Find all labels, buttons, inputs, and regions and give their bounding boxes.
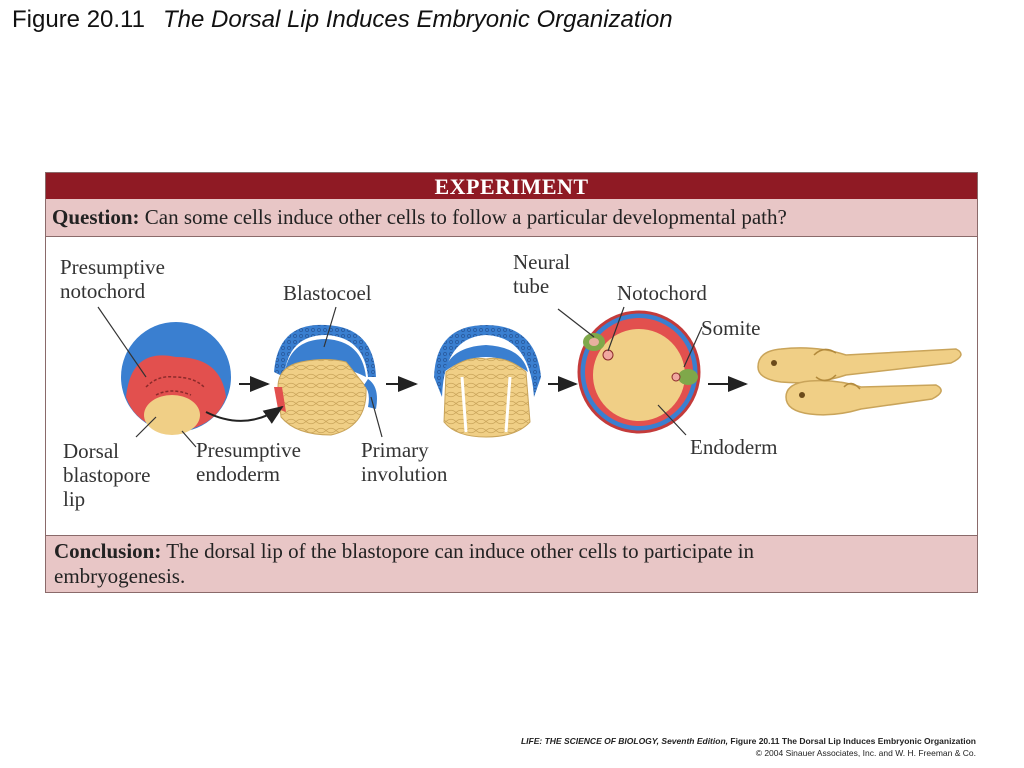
label-presumptive-notochord: Presumptive notochord	[60, 255, 165, 303]
experiment-panel: EXPERIMENT Question: Can some cells indu…	[45, 172, 978, 593]
neurula-cross-section	[577, 310, 701, 434]
gastrula-stage-1	[121, 322, 231, 435]
figure-name: The Dorsal Lip Induces Embryonic Organiz…	[162, 6, 673, 33]
conclusion-text-line2: embryogenesis.	[54, 564, 186, 588]
question-label: Question:	[52, 205, 140, 229]
question-text: Can some cells induce other cells to fol…	[144, 205, 787, 229]
label-endoderm: Endoderm	[690, 435, 778, 459]
label-blastocoel: Blastocoel	[283, 281, 372, 305]
credit-figure-ref: Figure 20.11 The Dorsal Lip Induces Embr…	[730, 736, 976, 746]
experiment-header: EXPERIMENT	[46, 173, 977, 199]
conclusion-band: Conclusion: The dorsal lip of the blasto…	[46, 535, 977, 592]
conclusion-label: Conclusion:	[54, 539, 162, 563]
label-dorsal-blastopore-lip: Dorsal blastopore lip	[63, 439, 151, 511]
figure-credit: LIFE: THE SCIENCE OF BIOLOGY, Seventh Ed…	[521, 735, 976, 759]
gastrula-stage-3	[434, 325, 541, 438]
figure-title: Figure 20.11 The Dorsal Lip Induces Embry…	[12, 6, 673, 34]
twin-tadpoles	[757, 347, 962, 416]
label-primary-involution: Primary involution	[361, 438, 448, 486]
credit-copyright: © 2004 Sinauer Associates, Inc. and W. H…	[755, 748, 976, 758]
label-presumptive-endoderm: Presumptive endoderm	[196, 438, 301, 486]
gastrula-stage-2	[274, 324, 377, 436]
conclusion-text-line1: The dorsal lip of the blastopore can ind…	[166, 539, 755, 563]
label-somite: Somite	[701, 316, 761, 340]
stage-arrows	[205, 376, 748, 424]
credit-book: LIFE: THE SCIENCE OF BIOLOGY, Seventh Ed…	[520, 736, 728, 746]
experiment-diagram: Presumptive notochord Blastocoel Neural …	[46, 237, 977, 535]
diagram-drawing	[97, 306, 962, 448]
figure-number: Figure 20.11	[12, 6, 145, 33]
label-notochord: Notochord	[617, 281, 707, 305]
label-neural-tube: Neural tube	[513, 250, 571, 298]
question-band: Question: Can some cells induce other ce…	[46, 199, 977, 237]
leader-lines	[97, 306, 703, 448]
